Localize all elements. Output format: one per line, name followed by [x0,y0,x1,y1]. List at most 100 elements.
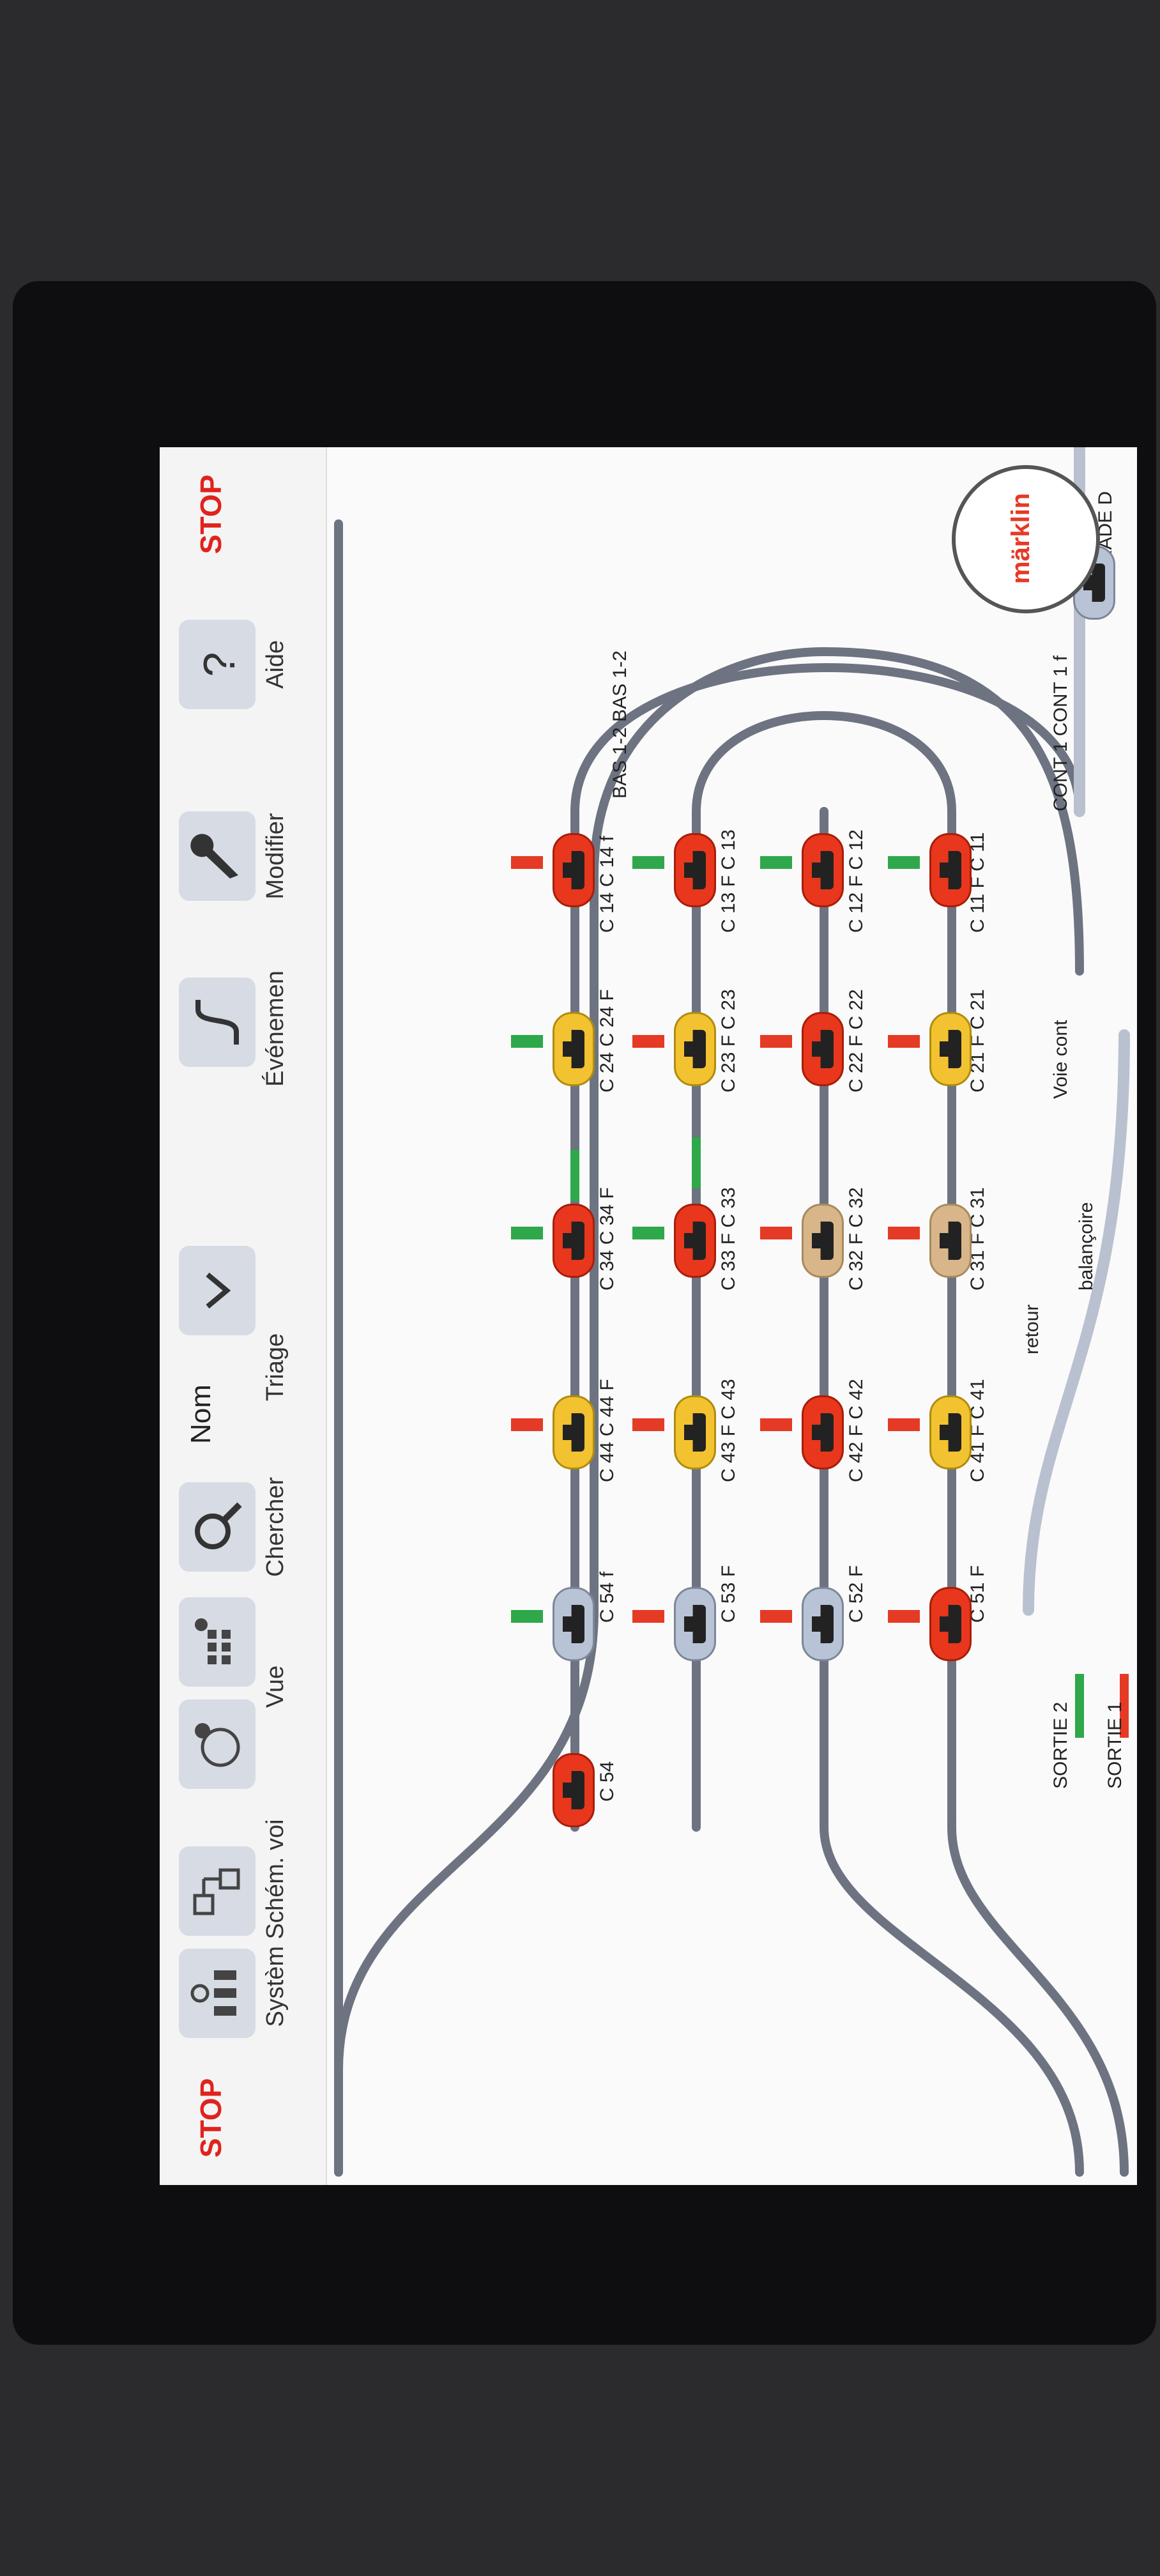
stop-button-right[interactable]: STOP [194,474,227,555]
signal-c23[interactable] [632,1035,664,1048]
label-c33: C 33 F C 33 [718,1187,739,1291]
signal-c54[interactable] [511,1610,543,1623]
loco-c52f[interactable] [802,1587,844,1661]
sort-dropdown[interactable] [179,1246,256,1335]
label-c22: C 22 F C 22 [846,989,867,1092]
system-icon [190,1970,236,2016]
loco-c34[interactable] [553,1204,595,1278]
evenement-label: Événemen [262,970,289,1087]
loco-c32[interactable] [802,1204,844,1278]
search-icon [195,1502,242,1549]
loco-c12[interactable] [802,833,844,907]
signal-c41[interactable] [888,1418,920,1431]
system-label: Systèm [262,1945,289,2027]
loco-c54f[interactable] [553,1587,595,1661]
label-retour: retour [1021,1305,1042,1354]
signal-c12[interactable] [760,856,792,869]
track-layout [334,447,1130,2177]
help-button[interactable]: ? [179,620,256,709]
loco-c42[interactable] [802,1395,844,1469]
label-c44: C 44 C 44 F [597,1379,618,1482]
label-c12: C 12 F C 12 [846,829,867,933]
menu-bar: STOP STOP Systèm Schém. voi Vue Chercher… [160,447,327,2185]
signal-c44[interactable] [511,1418,543,1431]
triage-label: Triage [262,1333,289,1402]
signal-c43[interactable] [632,1418,664,1431]
loco-c13[interactable] [674,833,716,907]
schem-label: Schém. voi [262,1819,289,1940]
label-sortie1: SORTIE 1 [1104,1702,1126,1789]
loco-c33[interactable] [674,1204,716,1278]
signal-c53[interactable] [632,1610,664,1623]
label-c13: C 13 F C 13 [718,829,739,933]
aide-label: Aide [262,640,289,689]
signal-c21[interactable] [888,1035,920,1048]
label-c54f: C 54 f [597,1571,618,1623]
nom-label: Nom [185,1384,217,1444]
signal-c51[interactable] [888,1610,920,1623]
loco-c44[interactable] [553,1395,595,1469]
loco-c41[interactable] [929,1395,972,1469]
loco-c24[interactable] [553,1012,595,1086]
label-c42: C 42 F C 42 [846,1379,867,1482]
label-sortie2: SORTIE 2 [1050,1702,1071,1789]
modifier-label: Modifier [262,813,289,900]
label-voie-cont: Voie cont [1050,1020,1071,1099]
signal-c42[interactable] [760,1418,792,1431]
eye-grid-icon [195,1618,231,1664]
signal-c14[interactable] [511,856,543,869]
chevron-down-icon [206,1272,231,1309]
signal-c24[interactable] [511,1035,543,1048]
label-balancoire: balançoire [1076,1202,1097,1291]
loco-c31[interactable] [929,1204,972,1278]
clock: märklin [952,465,1100,613]
label-c53f: C 53 F [718,1565,739,1623]
label-c52f: C 52 F [846,1565,867,1623]
vue-button-1[interactable] [179,1699,256,1789]
label-c23: C 23 F C 23 [718,989,739,1092]
signal-c22[interactable] [760,1035,792,1048]
loco-c14[interactable] [553,833,595,907]
search-button[interactable] [179,1482,256,1572]
loco-c22[interactable] [802,1012,844,1086]
signal-c32[interactable] [760,1227,792,1239]
wrench-icon [190,834,238,878]
schematic-button[interactable] [179,1846,256,1936]
loco-c54[interactable] [553,1753,595,1827]
eye-loco-icon [195,1723,240,1767]
loco-c21[interactable] [929,1012,972,1086]
label-c14: C 14 C 14 f [597,836,618,933]
loco-c51f[interactable] [929,1587,972,1661]
signal-c11[interactable] [888,856,920,869]
vue-label: Vue [262,1665,289,1708]
vue-button-2[interactable] [179,1597,256,1687]
label-layer: SORTIE 1 SORTIE 2 garage C 54 C 54 f C 5… [597,491,1126,1802]
loco-c11[interactable] [929,833,972,907]
stop-button-left[interactable]: STOP [194,2078,227,2158]
label-c24: C 24 C 24 F [597,989,618,1092]
chercher-label: Chercher [262,1476,289,1577]
track-c5x-upper [334,647,1084,2074]
signal-c31[interactable] [888,1227,920,1239]
label-cont1: CONT 1 CONT 1 f [1050,655,1071,811]
help-icon: ? [194,652,244,677]
loco-c23[interactable] [674,1012,716,1086]
event-curve-icon [195,1000,239,1045]
system-button[interactable] [179,1949,256,2038]
signal-c33[interactable] [632,1227,664,1239]
signal-c52[interactable] [760,1610,792,1623]
loco-c53f[interactable] [674,1587,716,1661]
svg-text:?: ? [194,652,244,677]
modify-button[interactable] [179,811,256,901]
label-c32: C 32 F C 32 [846,1187,867,1291]
schematic-icon [193,1868,240,1915]
label-c34: C 34 C 34 F [597,1187,618,1291]
loco-c43[interactable] [674,1395,716,1469]
signal-c34[interactable] [511,1227,543,1239]
track-diagram: SORTIE 1 SORTIE 2 garage C 54 C 54 f C 5… [326,447,1137,2185]
signal-c13[interactable] [632,856,664,869]
label-c54: C 54 [597,1761,618,1802]
event-button[interactable] [179,977,256,1067]
label-c43: C 43 F C 43 [718,1379,739,1482]
brand-logo: märklin [1007,493,1035,584]
